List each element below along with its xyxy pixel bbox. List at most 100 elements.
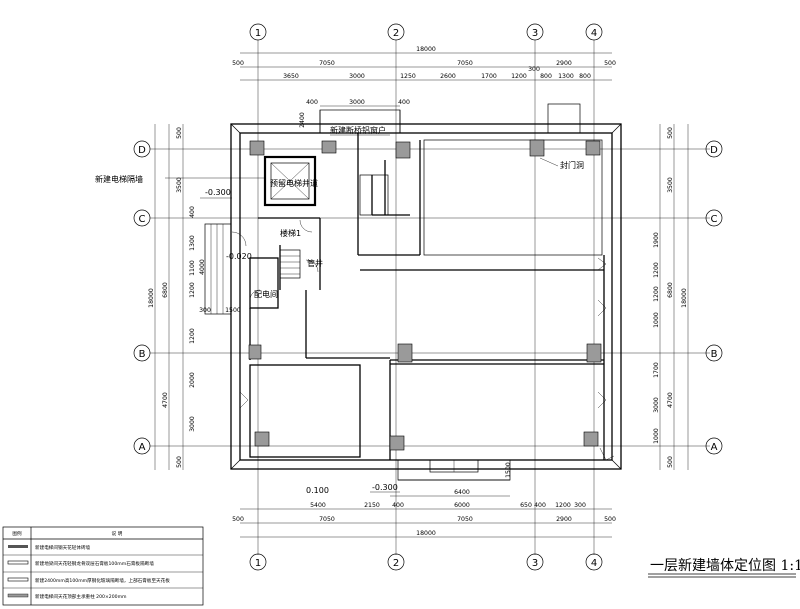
dim-right-col2-0: 6800 bbox=[667, 282, 674, 298]
dim-top-r3-4: 1700 bbox=[481, 73, 497, 80]
legend-header-symbol: 图例 bbox=[12, 530, 22, 537]
axis-label-top-4: 4 bbox=[591, 28, 597, 39]
dim-bottom-r3-2: 400 bbox=[392, 502, 404, 509]
level-left-inner: -0.020 bbox=[226, 252, 252, 261]
axis-label-right-D: D bbox=[710, 145, 718, 156]
dim-bottom-r3-1: 2150 bbox=[364, 502, 380, 509]
room-labels: 新建断桥铝窗户 新建电梯隔墙 预留电梯井道 楼梯1 配电间 封门洞 管井 bbox=[95, 125, 584, 299]
axis-label-bottom-1: 1 bbox=[255, 558, 261, 569]
dim-left-seg-8: 3000 bbox=[189, 416, 196, 432]
axis-label-bottom-2: 2 bbox=[393, 558, 399, 569]
dim-bottom-r2-0: 500 bbox=[232, 516, 244, 523]
axis-bubbles-right: D C B A bbox=[705, 140, 723, 455]
axis-label-bottom-4: 4 bbox=[591, 558, 597, 569]
level-left-outer: -0.300 bbox=[205, 188, 231, 197]
dim-top-r3-9: 800 bbox=[579, 73, 591, 80]
dim-bottom-inner-0: 6400 bbox=[454, 489, 470, 496]
dim-right-seg-0: 500 bbox=[667, 127, 674, 139]
dim-right-total: 18000 bbox=[681, 288, 688, 308]
dim-left-total: 18000 bbox=[148, 288, 155, 308]
dim-left-seg-1: 3500 bbox=[176, 177, 183, 193]
dim-bottom-r3-6: 1200 bbox=[555, 502, 571, 509]
level-bottom-left: 0.100 bbox=[306, 486, 329, 495]
left-external-steps bbox=[204, 223, 232, 315]
dim-right-seg-3: 1200 bbox=[653, 262, 660, 278]
dim-top-r3-3: 2600 bbox=[440, 73, 456, 80]
dim-right-seg-5: 1000 bbox=[653, 312, 660, 328]
dim-top-r2-4: 500 bbox=[604, 60, 616, 67]
legend-symbol-0 bbox=[8, 545, 28, 548]
dim-left-seg-6: 1200 bbox=[189, 328, 196, 344]
label-electric-room: 配电间 bbox=[254, 289, 278, 299]
label-new-window: 新建断桥铝窗户 bbox=[330, 125, 386, 135]
dim-right-col2-1: 4700 bbox=[667, 392, 674, 408]
right-dimensions: 18000 500 3500 1900 1200 1200 1000 1700 … bbox=[653, 124, 689, 470]
dim-top-vertical: 2400 bbox=[299, 112, 306, 128]
dim-top-r2-2: 7050 bbox=[457, 60, 473, 67]
dim-top-r2-1: 7050 bbox=[319, 60, 335, 67]
axis-label-left-C: C bbox=[139, 214, 146, 225]
dim-top-r3-6: 300 bbox=[528, 66, 540, 73]
dim-top-inner-1: 3000 bbox=[349, 99, 365, 106]
legend-row-0: 新建电梯间钢天花轻体砖墙 bbox=[35, 544, 91, 551]
dim-left-seg-7: 2000 bbox=[189, 372, 196, 388]
dim-bottom-r2-3: 2900 bbox=[556, 516, 572, 523]
legend-symbol-1 bbox=[7, 560, 29, 565]
dim-top-r2-3: 2900 bbox=[556, 60, 572, 67]
label-sealed-door: 封门洞 bbox=[560, 160, 584, 170]
label-stair: 楼梯1 bbox=[280, 228, 301, 238]
dim-bottom-r3-3: 6000 bbox=[454, 502, 470, 509]
axis-grid-lines bbox=[150, 40, 710, 555]
structural-columns bbox=[248, 139, 602, 451]
dim-left-col2-1: 6800 bbox=[162, 282, 169, 298]
level-bottom-right: -0.300 bbox=[372, 483, 398, 492]
interior-walls bbox=[249, 133, 605, 460]
axis-label-top-3: 3 bbox=[532, 28, 538, 39]
dim-bottom-r2-2: 7050 bbox=[457, 516, 473, 523]
legend-header-desc: 说 明 bbox=[112, 530, 123, 537]
axis-label-right-B: B bbox=[711, 349, 718, 360]
dim-left-seg-4: 1100 bbox=[189, 260, 196, 276]
legend-row-1: 新建地梁间天花轻钢龙骨双层石膏板100mm石膏板隔断墙 bbox=[35, 560, 154, 567]
legend-symbol-2 bbox=[7, 577, 29, 582]
drawing-title: 一层新建墙体定位图 1:110 bbox=[650, 558, 800, 574]
legend-symbol-3 bbox=[7, 593, 29, 598]
axis-label-left-D: D bbox=[138, 145, 146, 156]
dim-top-r3-0: 3650 bbox=[283, 73, 299, 80]
dim-top-r3-8: 1300 bbox=[558, 73, 574, 80]
dim-bottom-r2-4: 500 bbox=[604, 516, 616, 523]
dim-bottom-total: 18000 bbox=[416, 530, 436, 537]
dim-right-seg-7: 3000 bbox=[653, 397, 660, 413]
dim-right-seg-9: 500 bbox=[667, 456, 674, 468]
axis-bubbles-bottom: 1 2 3 4 bbox=[249, 553, 603, 571]
top-dimensions: 18000 500 7050 7050 2900 500 3650 3000 1… bbox=[232, 46, 616, 128]
dim-right-seg-4: 1200 bbox=[653, 286, 660, 302]
dim-top-inner-2: 400 bbox=[398, 99, 410, 106]
label-elevator-shaft: 预留电梯井道 bbox=[270, 178, 318, 188]
axis-label-bottom-3: 3 bbox=[532, 558, 538, 569]
legend-table: 图例 说 明 新建电梯间钢天花轻体砖墙 新建地梁间天花轻钢龙骨双层石膏板100m… bbox=[2, 526, 204, 606]
dim-right-seg-8: 1000 bbox=[653, 428, 660, 444]
axis-bubbles-top: 1 2 3 4 bbox=[249, 23, 603, 41]
dim-top-r3-7: 800 bbox=[540, 73, 552, 80]
dim-left-seg-5: 1200 bbox=[189, 282, 196, 298]
legend-row-3: 新建电梯间天花顶部主承重柱 200×200mm bbox=[35, 593, 127, 600]
dim-left-seg-2: 400 bbox=[189, 206, 196, 218]
dim-left-seg-9: 500 bbox=[176, 456, 183, 468]
bottom-dimensions: 6400 1500 5400 2150 400 6000 650 400 120… bbox=[232, 462, 616, 538]
legend-row-2: 新建2400mm高100mm厚钢化玻璃隔断墙，上部石膏板至天花板 bbox=[35, 577, 170, 584]
axis-label-top-1: 1 bbox=[255, 28, 261, 39]
dim-left-col2-2: 4700 bbox=[162, 392, 169, 408]
dim-right-seg-6: 1700 bbox=[653, 362, 660, 378]
dim-bottom-r3-5: 400 bbox=[534, 502, 546, 509]
left-dimensions: 18000 500 3500 400 1300 1100 1200 1200 2… bbox=[148, 124, 241, 470]
top-window-bay bbox=[319, 103, 581, 134]
dim-top-r2-0: 500 bbox=[232, 60, 244, 67]
dim-left-seg-0: 500 bbox=[176, 127, 183, 139]
entrance-canopy bbox=[397, 459, 511, 481]
dim-right-seg-2: 1900 bbox=[653, 232, 660, 248]
dim-left-seg-3: 1300 bbox=[189, 235, 196, 251]
dim-bottom-inner-1: 1500 bbox=[505, 462, 512, 478]
label-elevator-wall: 新建电梯隔墙 bbox=[95, 174, 143, 184]
dim-left-small-1: 1500 bbox=[225, 307, 241, 314]
